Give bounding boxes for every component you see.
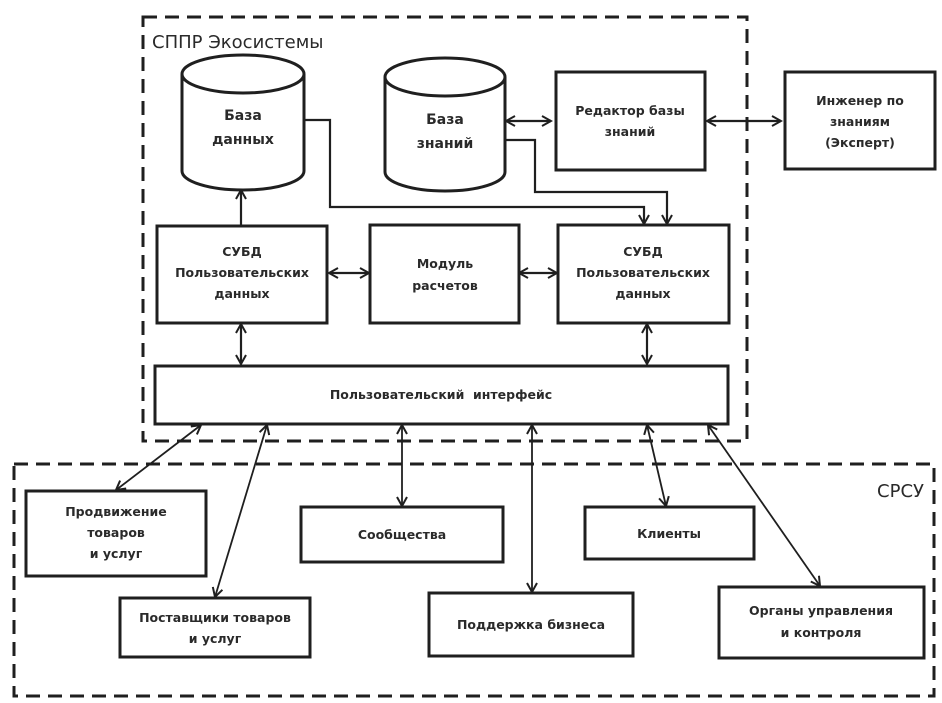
node-promotion-line-1: Продвижение	[65, 504, 167, 519]
node-engineer-line-1: Инженер по	[816, 93, 904, 108]
node-dbms-right-line-3: данных	[615, 286, 670, 301]
node-dbms-right-line-1: СУБД	[623, 244, 662, 259]
node-promotion-line-3: и услуг	[90, 546, 143, 561]
edge-kb-dbms-right	[506, 138, 667, 224]
node-business-support-label: Поддержка бизнеса	[457, 617, 605, 632]
edge-ui-suppliers	[215, 425, 267, 597]
node-engineer-line-2: знаниям	[830, 114, 890, 129]
node-authorities[interactable]: Органы управления и контроля	[717, 585, 926, 660]
node-business-support[interactable]: Поддержка бизнеса	[427, 591, 635, 658]
node-kb-line-1: База	[426, 112, 464, 128]
edge-database-dbms-right	[304, 118, 644, 224]
group-srsu-label: СРСУ	[877, 481, 924, 502]
node-user-interface[interactable]: Пользовательский интерфейс	[153, 364, 730, 426]
node-kb-editor-line-2: знаний	[605, 124, 656, 139]
node-suppliers-line-1: Поставщики товаров	[139, 610, 291, 625]
edge-ui-promotion	[116, 425, 201, 490]
node-kb-line-2: знаний	[417, 136, 474, 152]
node-kb-editor-line-1: Редактор базы	[575, 103, 685, 118]
node-dbms-right[interactable]: СУБД Пользовательских данных	[556, 223, 731, 325]
node-dbms-right-line-2: Пользовательских	[576, 265, 710, 280]
node-calc-line-1: Модуль	[417, 256, 473, 271]
node-calc-module[interactable]: Модуль расчетов	[368, 223, 521, 325]
node-dbms-left[interactable]: СУБД Пользовательских данных	[155, 224, 329, 325]
node-dbms-left-line-3: данных	[214, 286, 269, 301]
node-ui-label: Пользовательский интерфейс	[330, 387, 552, 402]
node-dbms-left-line-2: Пользовательских	[175, 265, 309, 280]
node-knowledge-engineer[interactable]: Инженер по знаниям (Эксперт)	[783, 70, 937, 171]
node-suppliers-line-2: и услуг	[189, 631, 242, 646]
edge-ui-authorities	[708, 425, 820, 586]
group-dss-ecosystem	[141, 15, 749, 443]
node-knowledge-base[interactable]: База знаний	[383, 56, 507, 193]
node-database-line-1: База	[224, 108, 262, 124]
node-promotion-line-2: товаров	[87, 525, 145, 540]
node-dbms-left-line-1: СУБД	[222, 244, 261, 259]
node-communities[interactable]: Сообщества	[299, 505, 505, 564]
node-suppliers[interactable]: Поставщики товаров и услуг	[118, 596, 312, 659]
group-dss-label: СППР Экосистемы	[152, 32, 324, 53]
node-authorities-line-1: Органы управления	[749, 603, 893, 618]
node-database[interactable]: База данных	[180, 53, 306, 192]
node-kb-editor[interactable]: Редактор базы знаний	[554, 70, 707, 172]
node-engineer-line-3: (Эксперт)	[825, 135, 895, 150]
node-database-line-2: данных	[212, 132, 274, 148]
node-authorities-line-2: и контроля	[781, 625, 862, 640]
edge-ui-clients	[647, 425, 666, 506]
group-srsu	[12, 462, 936, 698]
node-promotion[interactable]: Продвижение товаров и услуг	[24, 489, 208, 578]
connectors	[116, 120, 820, 597]
node-communities-label: Сообщества	[358, 527, 446, 542]
node-clients[interactable]: Клиенты	[583, 505, 756, 561]
node-clients-label: Клиенты	[637, 526, 701, 541]
node-calc-line-2: расчетов	[412, 278, 478, 293]
